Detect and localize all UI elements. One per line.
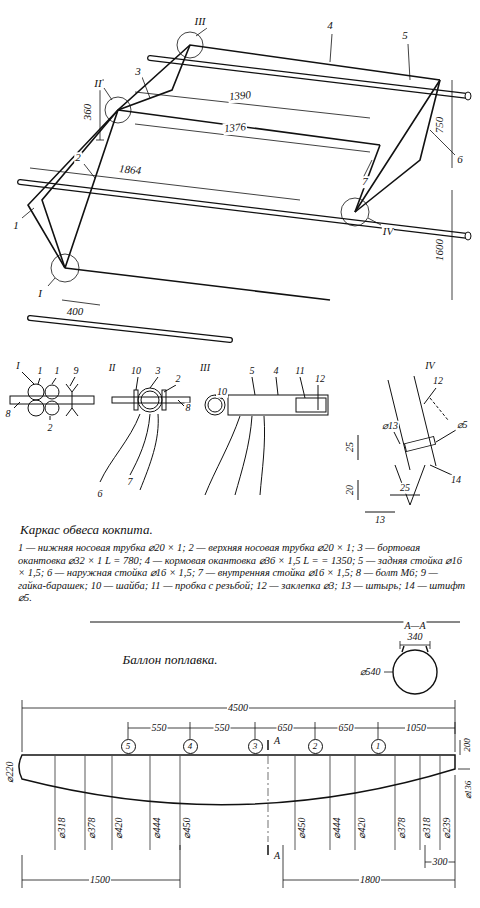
station-circle: 5 xyxy=(121,739,136,754)
dimension-label: 400 xyxy=(66,306,85,318)
callout-number: 5 xyxy=(249,366,256,377)
dimension-label: ⌀420 xyxy=(114,817,125,840)
dimension-label: 650 xyxy=(277,723,294,734)
detail-drawings xyxy=(10,372,456,512)
callout-number: 14 xyxy=(450,475,462,486)
callout-number: 3 xyxy=(134,66,142,78)
dimension-label: А—А xyxy=(403,621,426,632)
dimension-label: ⌀420 xyxy=(357,817,368,840)
dimension-label: 25 xyxy=(345,441,356,453)
callout-number: II xyxy=(93,78,102,90)
station-circle: 3 xyxy=(248,739,263,754)
callout-number: 2 xyxy=(47,423,54,434)
frame-drawing xyxy=(20,28,471,340)
dimension-label: ⌀318 xyxy=(57,817,68,840)
station-number: 2 xyxy=(313,741,318,751)
station-number: 4 xyxy=(188,741,193,751)
callout-number: I xyxy=(37,288,43,300)
callout-number: 4 xyxy=(273,366,280,377)
station-circle: 2 xyxy=(308,739,323,754)
station-circle: 1 xyxy=(371,739,386,754)
callout-number: 6 xyxy=(456,154,464,166)
station-number: 5 xyxy=(126,741,131,751)
callout-number: 3 xyxy=(155,366,162,377)
callout-number: IV xyxy=(424,361,435,372)
figure-title: Каркас обвеса кокпита. xyxy=(20,522,153,538)
dimension-label: 340 xyxy=(407,632,424,643)
dimension-label: 1390 xyxy=(227,89,252,103)
dimension-label: 550 xyxy=(214,723,231,734)
station-number: 3 xyxy=(253,741,258,751)
dimension-label: 550 xyxy=(151,723,168,734)
callout-number: 10 xyxy=(130,366,142,377)
dimension-label: ⌀444 xyxy=(332,817,343,840)
callout-number: III xyxy=(199,363,211,374)
callout-number: 2 xyxy=(74,152,82,164)
callout-number: 13 xyxy=(374,515,386,526)
dimension-label: А xyxy=(273,736,281,747)
dimension-label: 200 xyxy=(463,737,472,753)
dimension-label: А xyxy=(273,851,281,862)
callout-number: 9 xyxy=(73,366,80,377)
dimension-label: ⌀5 xyxy=(456,420,469,431)
parts-list: 1 — нижняя носовая трубка ⌀20 × 1; 2 — в… xyxy=(18,542,466,605)
dimension-label: 650 xyxy=(338,723,355,734)
dimension-label: 25 xyxy=(399,483,411,494)
callout-number: 8 xyxy=(5,409,12,420)
dimension-label: 1500 xyxy=(89,875,111,886)
dimension-label: 1864 xyxy=(117,163,142,177)
callout-number: 10 xyxy=(216,387,228,398)
dimension-label: ⌀450 xyxy=(297,817,308,840)
callout-number: 2 xyxy=(175,374,182,385)
dimension-label: ⌀318 xyxy=(422,817,433,840)
callout-number: III xyxy=(194,16,207,28)
callout-number: IV xyxy=(382,226,394,238)
dimension-label: 1376 xyxy=(222,121,247,135)
station-circle: 4 xyxy=(183,739,198,754)
callout-number: I xyxy=(15,361,20,372)
float-drawing xyxy=(19,641,470,888)
callout-number: 12 xyxy=(432,376,444,387)
callout-number: 1 xyxy=(37,366,44,377)
dimension-label: 1050 xyxy=(405,723,427,734)
callout-number: II xyxy=(108,363,117,374)
callout-number: 7 xyxy=(361,176,369,188)
dimension-label: 1600 xyxy=(434,238,446,262)
dimension-label: ⌀220 xyxy=(5,761,16,784)
callout-number: 5 xyxy=(401,30,409,42)
dimension-label: ⌀378 xyxy=(397,817,408,840)
dimension-label: ⌀378 xyxy=(87,817,98,840)
dimension-label: ⌀450 xyxy=(182,817,193,840)
dimension-label: 300 xyxy=(432,857,449,868)
dimension-label: 1800 xyxy=(359,875,381,886)
station-number: 1 xyxy=(376,741,381,751)
dimension-label: 4500 xyxy=(227,703,249,714)
callout-number: 12 xyxy=(314,374,326,385)
dimension-label: 750 xyxy=(434,116,446,135)
callout-number: 8 xyxy=(185,403,192,414)
dimension-label: ⌀239 xyxy=(442,817,453,840)
dimension-label: ⌀444 xyxy=(152,817,163,840)
dimension-label: ⌀136 xyxy=(464,780,473,801)
dimension-label: ⌀540 xyxy=(359,667,382,678)
dimension-label: ⌀13 xyxy=(381,421,399,432)
section-heading: Баллон поплавка. xyxy=(122,653,219,667)
callout-number: 6 xyxy=(97,489,104,500)
callout-number: 1 xyxy=(12,220,20,232)
callout-number: 1 xyxy=(54,366,61,377)
callout-number: 7 xyxy=(127,477,134,488)
dimension-label: 20 xyxy=(345,484,356,496)
callout-number: 4 xyxy=(326,20,334,32)
callout-number: 11 xyxy=(294,366,305,377)
dimension-label: 360 xyxy=(82,103,94,122)
